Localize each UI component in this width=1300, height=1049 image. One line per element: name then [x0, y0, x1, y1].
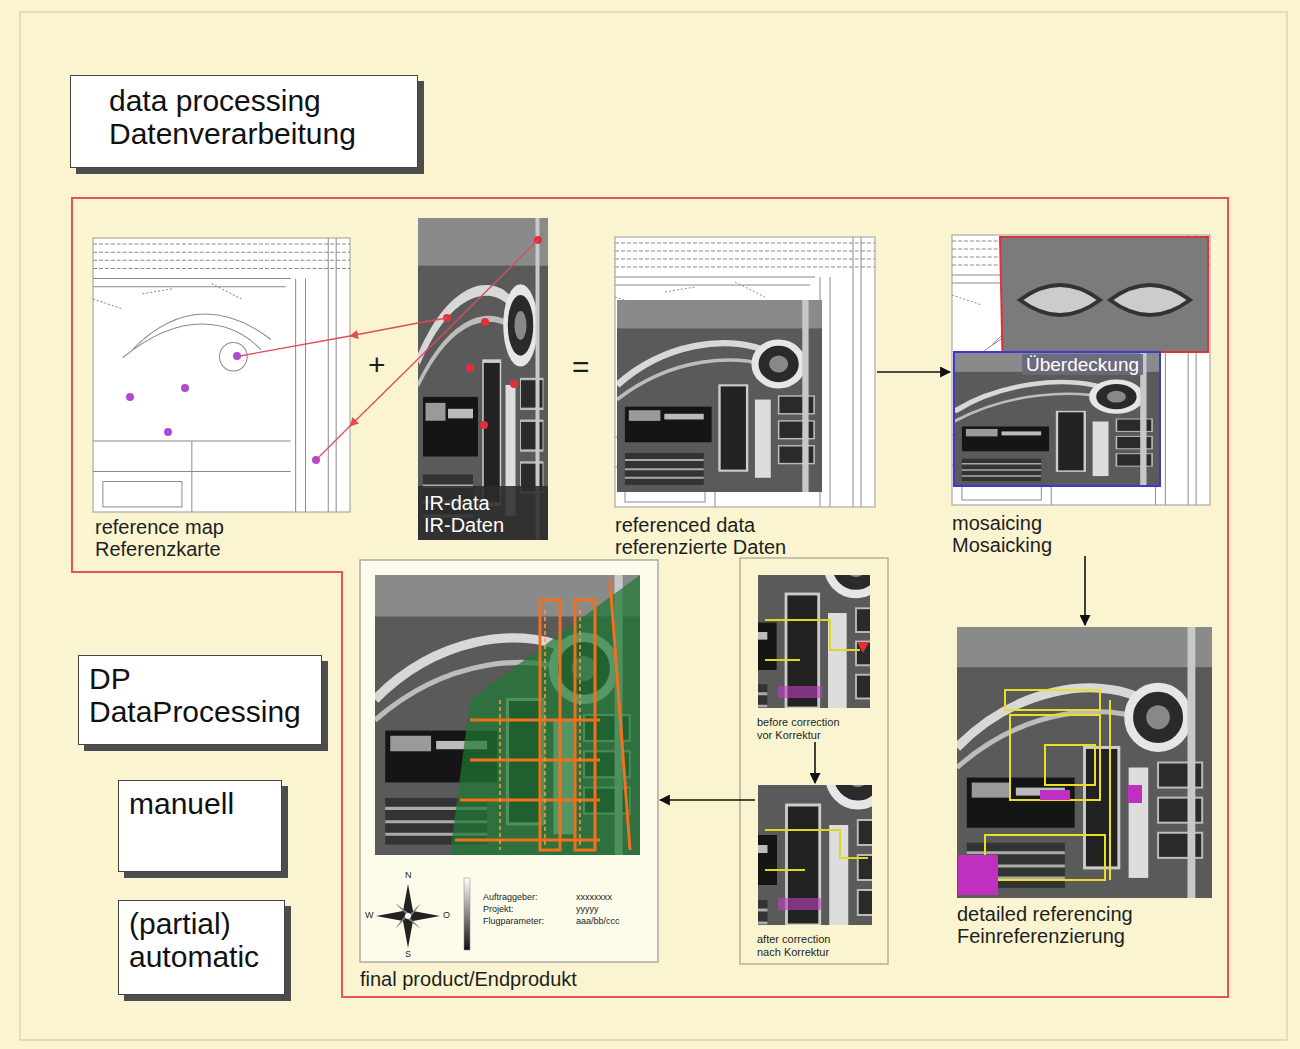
caption: after correction	[757, 933, 830, 946]
caption: IR-data	[424, 492, 504, 514]
box-text: DP DataProcessing	[89, 662, 311, 728]
flow-arrow	[660, 799, 755, 801]
process-box: DP DataProcessing	[78, 655, 322, 745]
caption-group: referenced datareferenzierte Daten	[615, 514, 786, 558]
process-box: manuell	[118, 780, 282, 872]
caption-group: reference mapReferenzkarte	[95, 516, 224, 560]
caption-group: mosaicingMosaicking	[952, 512, 1052, 556]
caption: final product/Endprodukt	[360, 968, 577, 990]
process-box: (partial) automatic	[118, 900, 285, 995]
caption: referenzierte Daten	[615, 536, 786, 558]
caption: nach Korrektur	[757, 946, 830, 959]
caption-group: detailed referencingFeinreferenzierung	[957, 903, 1133, 947]
image-panel: IR-dataIR-Daten	[418, 218, 548, 540]
caption-group: before correctionvor Korrektur	[757, 716, 840, 742]
image-panel: mosaicingMosaicking	[950, 233, 1212, 556]
caption: referenced data	[615, 514, 786, 536]
image-panel: before correctionvor Korrektur	[755, 573, 875, 742]
info-key: Auftraggeber:	[483, 893, 538, 902]
info-key: Flugparameter:	[483, 917, 544, 926]
operator-sign: +	[368, 350, 386, 380]
image-panel: referenced datareferenzierte Daten	[613, 235, 877, 558]
info-key: Projekt:	[483, 905, 514, 914]
box-text: (partial) automatic	[129, 907, 274, 973]
flow-arrow	[1084, 556, 1086, 625]
caption: Mosaicking	[952, 534, 1052, 556]
caption: Referenzkarte	[95, 538, 224, 560]
box-text: manuell	[129, 787, 271, 820]
image-panel: detailed referencingFeinreferenzierung	[955, 625, 1215, 947]
image-panel: after correctionnach Korrektur	[755, 783, 875, 959]
caption: before correction	[757, 716, 840, 729]
caption: IR-Daten	[424, 514, 504, 536]
caption: Feinreferenzierung	[957, 925, 1133, 947]
compass-letter: S	[405, 950, 411, 959]
flow-arrow	[814, 742, 816, 783]
correspondence-line	[350, 323, 418, 336]
caption: detailed referencing	[957, 903, 1133, 925]
caption-group: final product/Endprodukt	[360, 968, 577, 990]
flow-arrow	[877, 371, 950, 373]
image-panel: reference mapReferenzkarte	[93, 238, 350, 560]
compass-letter: W	[365, 911, 374, 920]
compass-letter: O	[443, 911, 450, 920]
operator-sign: =	[572, 352, 590, 382]
info-value: aaa/bb/ccc	[576, 917, 620, 926]
title-box: data processing Datenverarbeitung	[70, 75, 418, 168]
compass-letter: N	[405, 871, 412, 880]
caption-group: after correctionnach Korrektur	[757, 933, 830, 959]
caption: reference map	[95, 516, 224, 538]
info-value: yyyyy	[576, 905, 599, 914]
info-value: xxxxxxxx	[576, 893, 612, 902]
overlap-label: Überdeckung	[1022, 354, 1143, 375]
caption: vor Korrektur	[757, 729, 840, 742]
caption-group: IR-dataIR-Daten	[424, 492, 504, 536]
title: data processing Datenverarbeitung	[109, 84, 389, 150]
caption: mosaicing	[952, 512, 1052, 534]
